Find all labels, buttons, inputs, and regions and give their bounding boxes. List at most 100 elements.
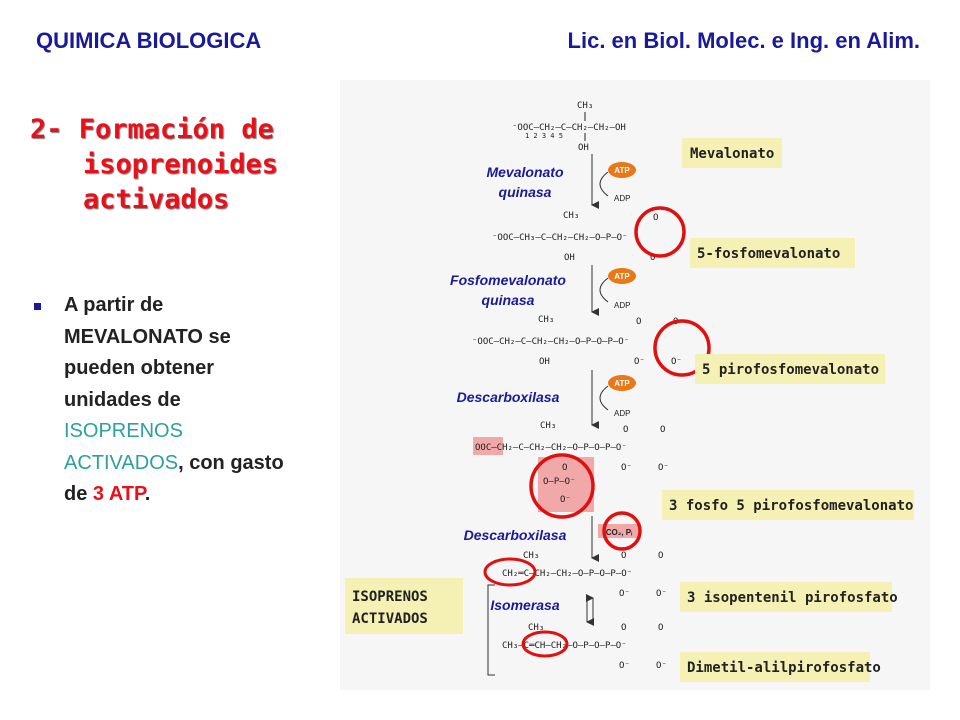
compound-label-4: 3 fosfo 5 pirofosfomevalonato bbox=[669, 498, 913, 514]
bullet-text-part-3: , con gasto de bbox=[64, 451, 284, 506]
enzyme-2-line-1: Fosfomevalonato bbox=[450, 272, 566, 288]
degree-title: Lic. en Biol. Molec. e Ing. en Alim. bbox=[567, 28, 920, 53]
oxygen-minus-label-2: O⁻ bbox=[671, 357, 682, 367]
title-line-3: activados bbox=[83, 184, 230, 215]
oxygen-label: O bbox=[621, 623, 626, 633]
title-line-2: isoprenoides bbox=[83, 149, 279, 180]
adp-label-3: ADP bbox=[614, 409, 630, 418]
compound-box-2 bbox=[690, 238, 855, 268]
oxygen-minus-label-2: O⁻ bbox=[656, 661, 667, 671]
ch3-label: CH₃ bbox=[538, 315, 554, 325]
compound-box-4 bbox=[662, 490, 914, 520]
oxygen-label-2: O bbox=[660, 425, 665, 435]
atp-badge-3 bbox=[608, 375, 636, 391]
oh-label: OH bbox=[539, 357, 550, 367]
enzyme-1-line-2: quinasa bbox=[499, 184, 552, 200]
bullet-text-part-1: A partir de MEVALONATO se pueden obtener… bbox=[64, 294, 231, 411]
group-bracket bbox=[487, 584, 495, 676]
pathway-figure: CH₃ ⁻OOC—CH₂—C—CH₂—CH₂—OH 1 2 3 4 5 OH M… bbox=[340, 80, 930, 690]
ch3-label: CH₃ bbox=[563, 211, 579, 221]
phosphate-highlight-circle-3 bbox=[529, 453, 595, 519]
bullet-point: A partir de MEVALONATO se pueden obtener… bbox=[34, 290, 304, 511]
atp-label-2: ATP bbox=[614, 272, 630, 281]
oxygen-label-3: O bbox=[562, 463, 567, 473]
cofactor-arc-2 bbox=[599, 277, 609, 303]
atp-label-3: ATP bbox=[614, 379, 630, 388]
compound-label-5: 3 isopentenil pirofosfato bbox=[687, 590, 898, 606]
ch3-label: CH₃ bbox=[523, 551, 539, 561]
course-title: QUIMICA BIOLOGICA bbox=[36, 28, 262, 53]
oxygen-label: O bbox=[623, 425, 628, 435]
enzyme-5-label: Isomerasa bbox=[490, 597, 559, 613]
bullet-text: A partir de MEVALONATO se pueden obtener… bbox=[64, 290, 304, 511]
atp-badge-2 bbox=[608, 268, 636, 284]
bullet-atp-count: 3 ATP bbox=[92, 483, 145, 505]
compound-box-1 bbox=[682, 138, 782, 168]
carbon-numbers: 1 2 3 4 5 bbox=[525, 132, 563, 140]
dimethylallyl-pyrophosphate-structure: CH₃ CH₃—C═CH—CH₂—O—P—O—P—O⁻ O O O⁻ O⁻ bbox=[502, 623, 667, 671]
oxygen-label-2: O bbox=[658, 623, 663, 633]
oxygen-minus-label: O⁻ bbox=[650, 253, 661, 263]
oxygen-minus-label-3: O⁻ bbox=[560, 495, 571, 505]
pathway-diagram: CH₃ ⁻OOC—CH₂—C—CH₂—CH₂—OH 1 2 3 4 5 OH M… bbox=[345, 101, 914, 682]
bullet-square-icon bbox=[34, 303, 41, 310]
atp-label-1: ATP bbox=[614, 166, 630, 175]
enzyme-3-label: Descarboxilasa bbox=[457, 389, 560, 405]
title-line-1: 2- Formación de bbox=[30, 114, 274, 145]
carboxyl-highlight bbox=[473, 437, 503, 455]
mevalonate-structure: CH₃ ⁻OOC—CH₂—C—CH₂—CH₂—OH 1 2 3 4 5 OH bbox=[512, 101, 626, 153]
cofactor-arc-3 bbox=[599, 385, 609, 411]
oh-label: OH bbox=[564, 253, 575, 263]
oxygen-minus-label: O⁻ bbox=[634, 357, 645, 367]
oxygen-label: O bbox=[636, 317, 641, 327]
adp-label-2: ADP bbox=[614, 301, 630, 310]
ch3-label: CH₃ bbox=[528, 623, 544, 633]
adp-label-1: ADP bbox=[614, 194, 630, 203]
pyrophosphomevalonate-formula: ⁻OOC—CH₂—C—CH₂—CH₂—O—P—O—P—O⁻ bbox=[472, 337, 629, 347]
bullet-isoprenos: ISOPRENOS ACTIVADOS bbox=[64, 420, 183, 474]
double-bond-circle-1 bbox=[483, 557, 537, 587]
compound-box-3 bbox=[695, 354, 885, 384]
ch3-label: CH₃ bbox=[577, 101, 593, 111]
phosphate-highlight-circle-2 bbox=[653, 319, 711, 377]
oxygen-label: O bbox=[653, 213, 658, 223]
compound-label-6: Dimetil-alilpirofosfato bbox=[687, 660, 881, 676]
compound-label-1: Mevalonato bbox=[690, 146, 774, 162]
bullet-text-part-5: . bbox=[144, 483, 151, 505]
phosphomevalonate-formula: ⁻OOC—CH₃—C—CH₂—CH₂—O—P—O⁻ bbox=[492, 233, 627, 243]
mevalonate-formula: ⁻OOC—CH₂—C—CH₂—CH₂—OH bbox=[512, 123, 626, 133]
ch3-label: CH₃ bbox=[540, 421, 556, 431]
isoprenos-box bbox=[345, 578, 463, 634]
oxygen-minus-label: O⁻ bbox=[619, 589, 630, 599]
isoprenos-line-2: ACTIVADOS bbox=[352, 611, 428, 627]
atp-badge-1 bbox=[608, 162, 636, 178]
oxygen-minus-label-2: O⁻ bbox=[658, 463, 669, 473]
phosphate-group-label: O—P—O⁻ bbox=[543, 477, 576, 487]
phosphopyrophosphomevalonate-formula: OOC—CH₂—C—CH₂—CH₂—O—P—O—P—O⁻ bbox=[475, 443, 627, 453]
co2-label: CO₂, Pᵢ bbox=[606, 528, 632, 537]
isopentenyl-formula: CH₂═C—CH₂—CH₂—O—P—O—P—O⁻ bbox=[502, 569, 632, 579]
enzyme-4-label: Descarboxilasa bbox=[464, 527, 567, 543]
isoprenos-line-1: ISOPRENOS bbox=[352, 589, 428, 605]
enzyme-1-line-1: Mevalonato bbox=[486, 164, 563, 180]
double-bond-circle-2 bbox=[521, 630, 569, 658]
oxygen-minus-label: O⁻ bbox=[621, 463, 632, 473]
oh-label: OH bbox=[578, 143, 589, 153]
isopentenyl-pyrophosphate-structure: CH₃ CH₂═C—CH₂—CH₂—O—P—O—P—O⁻ O O O⁻ O⁻ bbox=[502, 551, 667, 599]
compound-box-6 bbox=[680, 652, 870, 682]
oxygen-minus-label: O⁻ bbox=[619, 661, 630, 671]
phosphate-highlight-circle-1 bbox=[634, 206, 686, 258]
enzyme-2-line-2: quinasa bbox=[482, 292, 535, 308]
co2-badge bbox=[598, 524, 640, 538]
oxygen-label-2: O bbox=[658, 551, 663, 561]
compound-label-2: 5-fosfomevalonato bbox=[697, 246, 840, 262]
dimethylallyl-formula: CH₃—C═CH—CH₂—O—P—O—P—O⁻ bbox=[502, 641, 627, 651]
oxygen-minus-label-2: O⁻ bbox=[656, 589, 667, 599]
compound-label-3: 5 pirofosfomevalonato bbox=[702, 362, 879, 378]
oxygen-label: O bbox=[621, 551, 626, 561]
co2-highlight-circle bbox=[602, 511, 642, 551]
slide-title: 2- Formación de isoprenoides activados bbox=[30, 112, 330, 217]
phosphopyrophosphomevalonate-structure: CH₃ OOC—CH₂—C—CH₂—CH₂—O—P—O—P—O⁻ O O O⁻ … bbox=[475, 421, 669, 505]
pyrophosphomevalonate-structure: CH₃ ⁻OOC—CH₂—C—CH₂—CH₂—O—P—O—P—O⁻ OH O O… bbox=[472, 315, 682, 367]
compound-box-5 bbox=[680, 582, 892, 612]
